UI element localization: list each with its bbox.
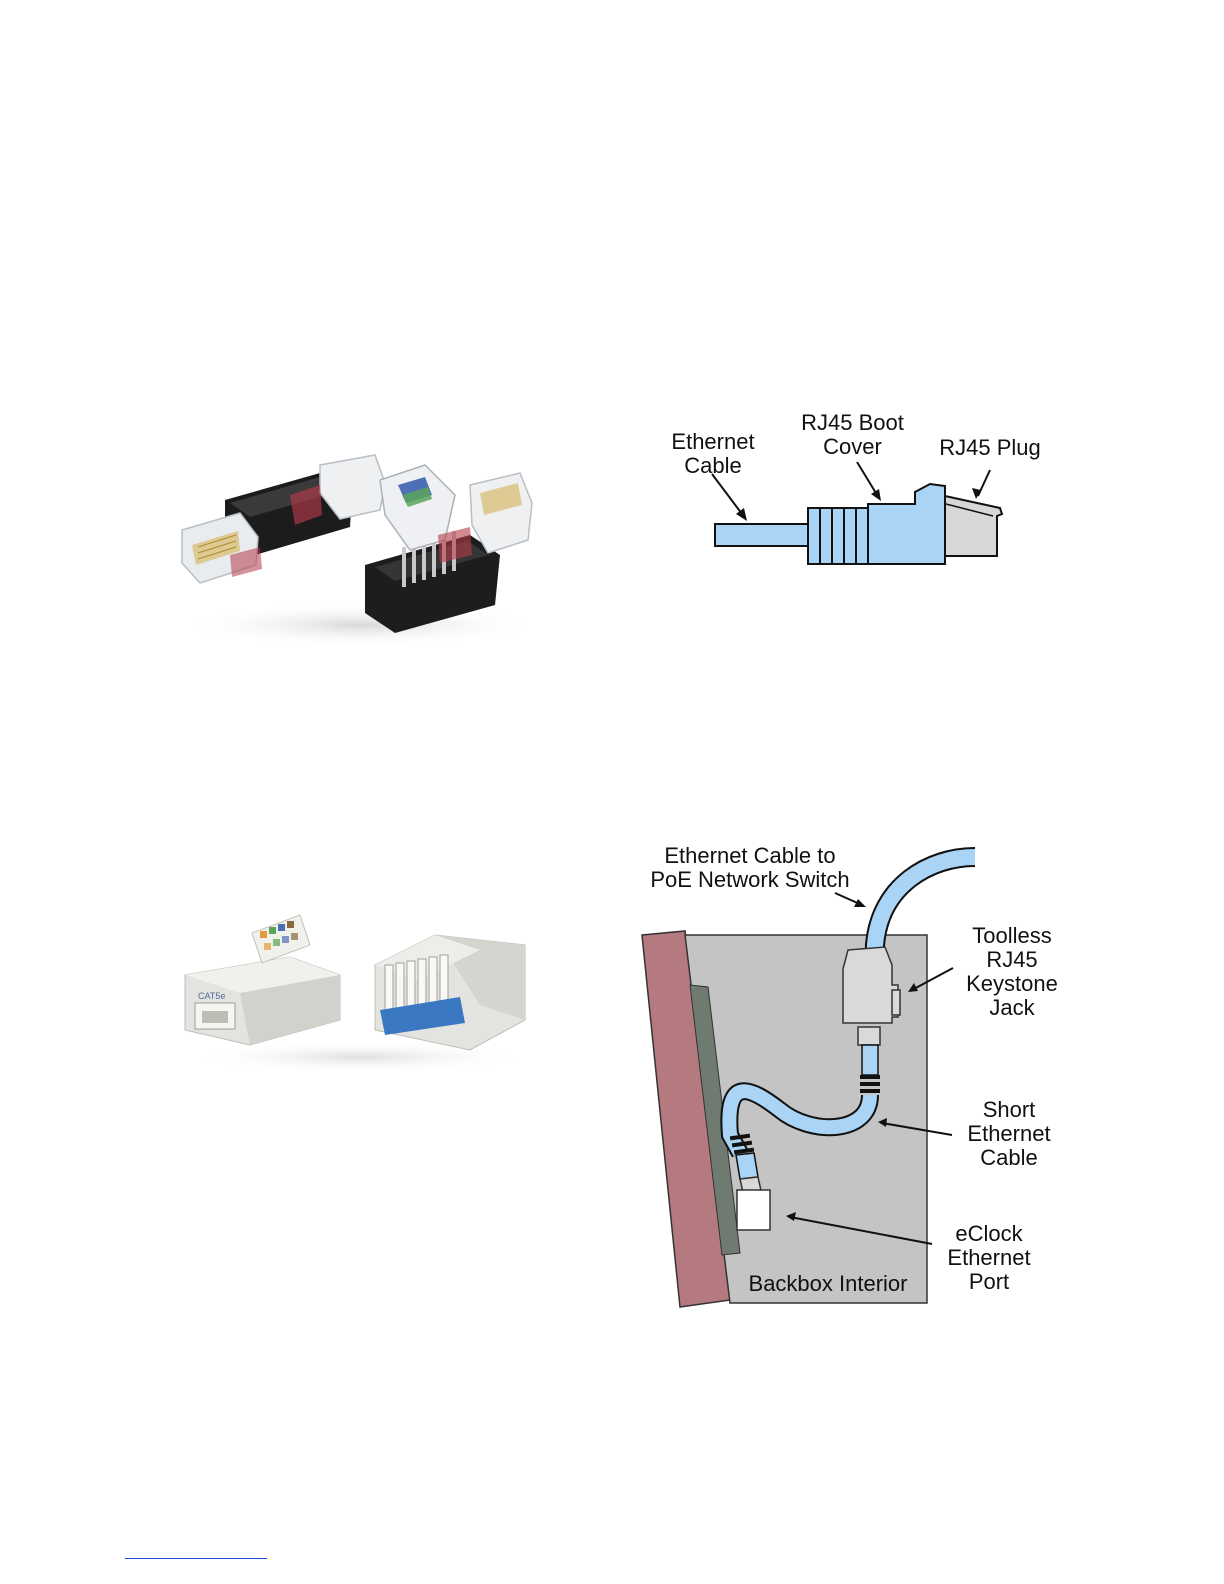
uplink-cable-label: Ethernet Cable to PoE Network Switch [630, 844, 870, 892]
ethernet-cable-shape [715, 524, 810, 546]
toolless-rj45-plug-photo [170, 455, 550, 645]
rj45-plug-label: RJ45 Plug [930, 436, 1050, 460]
keystone-jack-front: CAT5e [185, 915, 340, 1045]
eclock-port-shape [737, 1190, 770, 1230]
eclock-port-label: eClock Ethernet Port [930, 1222, 1048, 1294]
ethernet-cable-label: Ethernet Cable [663, 430, 763, 478]
toolless-keystone-jack-photo: CAT5e [180, 905, 540, 1070]
keystone-jack-label: Toolless RJ45 Keystone Jack [952, 924, 1072, 1020]
closed-plug [182, 455, 385, 583]
backbox-interior-label: Backbox Interior [738, 1272, 918, 1296]
open-plug [365, 465, 532, 633]
short-cable-top-plug [858, 1027, 880, 1093]
keystone-jack-back [375, 935, 525, 1050]
rj45-plug-diagram: Ethernet Cable RJ45 Boot Cover RJ45 Plug [650, 400, 1070, 580]
boot-cover-label: RJ45 Boot Cover [790, 411, 915, 459]
rj45-plug-shape [945, 496, 1002, 556]
backbox-diagram: Ethernet Cable to PoE Network Switch Too… [630, 835, 1080, 1315]
short-cable-label: Short Ethernet Cable [950, 1098, 1068, 1170]
cat5e-marking: CAT5e [198, 991, 225, 1001]
footnote-rule [125, 1558, 267, 1559]
